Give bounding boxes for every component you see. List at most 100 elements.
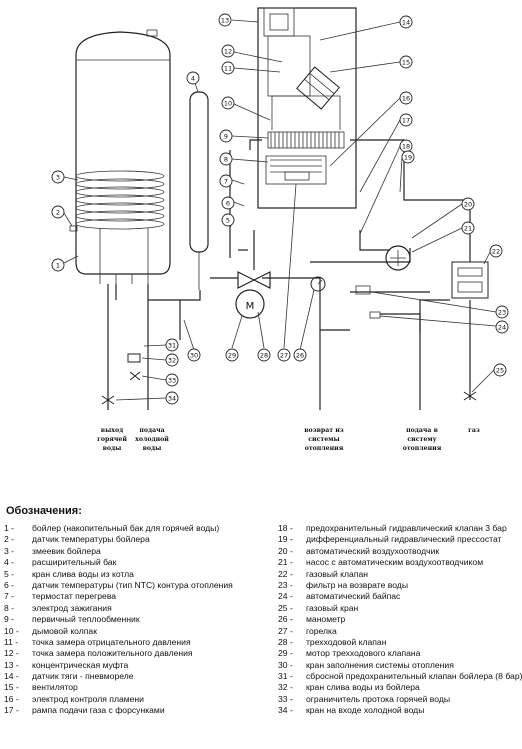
- callout-9: 9: [219, 129, 233, 143]
- callout-13: 13: [218, 13, 232, 27]
- svg-text:10: 10: [224, 100, 232, 108]
- callout-16: 16: [399, 91, 413, 105]
- svg-text:2: 2: [56, 209, 60, 217]
- callout-6: 6: [221, 196, 235, 210]
- callout-25: 25: [493, 363, 507, 377]
- svg-text:15: 15: [402, 59, 410, 67]
- svg-text:32: 32: [168, 357, 176, 365]
- legend-item-number: 28 -: [278, 636, 293, 647]
- boiler-sensor: [69, 225, 78, 232]
- legend-item-number: 10 -: [4, 625, 19, 636]
- callout-1: 1: [51, 258, 65, 272]
- legend-item: 1 -бойлер (накопительный бак для горячей…: [4, 523, 274, 534]
- legend-title: Обозначения:: [6, 505, 82, 517]
- legend-item-text: змеевик бойлера: [32, 545, 101, 556]
- flow-limiter: [127, 353, 141, 363]
- svg-text:26: 26: [296, 352, 304, 360]
- svg-text:подача в: подача в: [406, 427, 438, 434]
- callout-7: 7: [219, 174, 233, 188]
- legend-item-text: газовый кран: [306, 602, 359, 613]
- legend-item-text: кран на входе холодной воды: [306, 705, 425, 716]
- legend-item: 6 -датчик температуры (тип NTC) контура …: [4, 580, 274, 591]
- svg-text:23: 23: [498, 309, 506, 317]
- boiler-coil: [75, 170, 165, 274]
- gas-valve: [451, 261, 489, 299]
- svg-text:1: 1: [56, 262, 60, 270]
- label-hot-water-out: выход горячей воды: [97, 427, 127, 452]
- callout-27: 27: [277, 348, 291, 362]
- callout-15: 15: [399, 55, 413, 69]
- legend-item: 26 -манометр: [278, 614, 516, 625]
- legend-column-right: 18 -предохранительный гидравлический кла…: [278, 523, 522, 717]
- svg-text:воды: воды: [143, 445, 162, 452]
- legend-item-number: 9 -: [4, 614, 15, 625]
- svg-text:13: 13: [221, 17, 229, 25]
- legend-item: 17 -рампа подачи газа с форсунками: [4, 705, 274, 716]
- legend-item-number: 3 -: [4, 545, 15, 556]
- callout-12: 12: [221, 44, 235, 58]
- callout-14: 14: [399, 15, 413, 29]
- callout-34: 34: [165, 391, 179, 405]
- svg-text:30: 30: [190, 352, 198, 360]
- legend-item-text: бойлер (накопительный бак для горячей во…: [32, 523, 220, 533]
- legend-item-number: 20 -: [278, 545, 293, 556]
- legend-item-text: датчик температуры бойлера: [32, 534, 150, 545]
- svg-text:12: 12: [224, 48, 232, 56]
- legend-item: 9 - первичный теплообменник: [4, 614, 274, 625]
- svg-text:14: 14: [402, 19, 410, 27]
- legend-item-text: горелка: [306, 625, 337, 636]
- callout-3: 3: [51, 170, 65, 184]
- legend-item: 30 -кран заполнения системы отопления: [278, 660, 516, 671]
- legend-item-number: 32 -: [278, 682, 293, 693]
- legend-item-text: точка замера отрицательного давления: [32, 636, 191, 647]
- legend-item-number: 4 -: [4, 557, 15, 568]
- legend-item: 34 -кран на входе холодной воды: [278, 705, 516, 716]
- legend-item: 25 -газовый кран: [278, 603, 516, 614]
- legend-item: 5 -кран слива воды из котла: [4, 569, 274, 580]
- legend-item-text: трехходовой клапан: [306, 636, 387, 647]
- legend-item: 23 -фильтр на возврате воды: [278, 580, 516, 591]
- svg-text:18: 18: [402, 143, 410, 151]
- callout-20: 20: [461, 197, 475, 211]
- expansion-tank: [189, 91, 209, 290]
- pipework: [107, 139, 471, 410]
- legend-item-number: 19 -: [278, 534, 293, 545]
- legend-item-text: точка замера положительного давления: [32, 648, 193, 659]
- combustion-chamber: [257, 7, 357, 209]
- svg-text:отопления: отопления: [403, 445, 442, 452]
- svg-text:11: 11: [224, 65, 232, 73]
- legend-item-text: ограничитель протока горячей воды: [306, 693, 451, 704]
- legend-item-number: 27 -: [278, 625, 293, 636]
- legend-item-number: 14 -: [4, 671, 19, 682]
- svg-text:подача: подача: [139, 427, 164, 434]
- legend-item-number: 22 -: [278, 568, 293, 579]
- svg-text:28: 28: [260, 352, 268, 360]
- callout-5: 5: [221, 213, 235, 227]
- legend-item-number: 24 -: [278, 591, 293, 602]
- callout-32: 32: [165, 353, 179, 367]
- legend-item-text: насос с автоматическим воздухоотводчиком: [306, 557, 484, 568]
- svg-text:возврат из: возврат из: [304, 427, 344, 434]
- svg-text:16: 16: [402, 95, 410, 103]
- legend-item-text: концентрическая муфта: [32, 659, 129, 670]
- legend-item: 16 -электрод контроля пламени: [4, 694, 274, 705]
- legend-item: 33 -ограничитель протока горячей воды: [278, 694, 516, 705]
- cold-inlet-valve: [129, 371, 141, 381]
- svg-text:33: 33: [168, 377, 176, 385]
- svg-text:3: 3: [56, 174, 60, 182]
- svg-text:6: 6: [226, 200, 230, 208]
- svg-text:горячей: горячей: [97, 436, 127, 443]
- legend-item: 32 -кран слива воды из бойлера: [278, 682, 516, 693]
- callout-26: 26: [293, 348, 307, 362]
- legend-item: 8 -электрод зажигания: [4, 603, 274, 614]
- legend-item: 22 -газовый клапан: [278, 569, 516, 580]
- legend-item-text: первичный теплообменник: [32, 614, 140, 625]
- callout-19: 19: [401, 150, 415, 164]
- legend-item-text: датчик температуры (тип NTC) контура ото…: [32, 579, 233, 590]
- svg-text:5: 5: [226, 217, 230, 225]
- svg-text:системы: системы: [308, 436, 339, 443]
- svg-text:29: 29: [228, 352, 236, 360]
- callout-18: 18: [399, 139, 413, 153]
- callout-29: 29: [225, 348, 239, 362]
- callout-11: 11: [221, 61, 235, 75]
